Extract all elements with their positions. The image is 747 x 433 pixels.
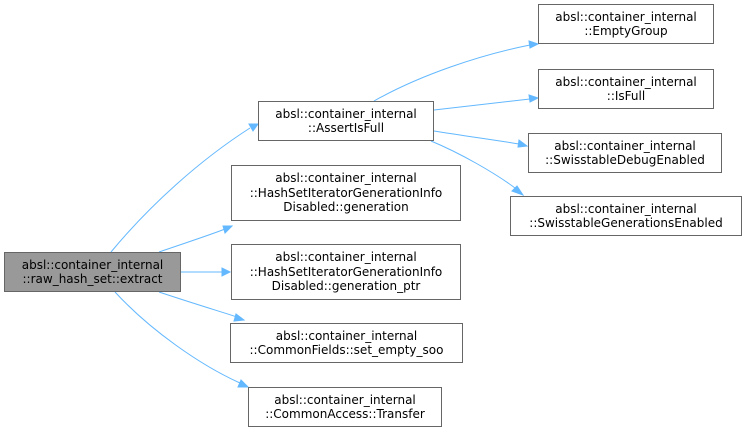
node-line: absl::container_internal <box>555 74 697 89</box>
node-swisstable-debug-enabled[interactable]: absl::container_internal ::SwisstableDeb… <box>528 133 722 173</box>
arrowhead <box>233 313 246 322</box>
node-line: ::EmptyGroup <box>584 24 668 38</box>
node-generation-ptr[interactable]: absl::container_internal ::HashSetIterat… <box>231 244 461 300</box>
node-set-empty-soo[interactable]: absl::container_internal ::CommonFields:… <box>230 323 463 363</box>
node-raw-hash-set-extract[interactable]: absl::container_internal ::raw_hash_set:… <box>4 252 181 292</box>
edge-assert-is-full-to-is-full <box>433 98 531 111</box>
node-line: absl::container_internal <box>275 328 418 343</box>
edge-extract-to-generation <box>158 228 226 253</box>
node-line: ::CommonFields::set_empty_soo <box>249 343 444 357</box>
node-line: absl::container_internal <box>275 106 417 121</box>
arrowhead <box>222 225 234 234</box>
edge-assert-is-full-to-swisstable-debug-enabled <box>433 130 520 145</box>
edge-extract-to-transfer <box>114 291 241 384</box>
node-line: ::SwisstableDebugEnabled <box>545 153 705 167</box>
node-swisstable-generations-enabled[interactable]: absl::container_internal ::SwisstableGen… <box>510 196 742 236</box>
node-line: ::HashSetIteratorGenerationInfo <box>249 264 443 279</box>
arrowhead <box>511 185 525 196</box>
node-transfer[interactable]: absl::container_internal ::CommonAccess:… <box>248 387 442 427</box>
edge-assert-is-full-to-swisstable-generations-enabled <box>430 140 516 189</box>
node-line: absl::container_internal <box>21 257 164 272</box>
node-line: Disabled::generation <box>283 200 409 215</box>
node-empty-group[interactable]: absl::container_internal ::EmptyGroup <box>538 4 714 44</box>
node-line: absl::container_internal <box>555 9 697 24</box>
node-line: ::IsFull <box>606 89 646 103</box>
node-assert-is-full[interactable]: absl::container_internal ::AssertIsFull <box>258 101 434 141</box>
node-line: ::SwisstableGenerationsEnabled <box>529 216 723 230</box>
node-line: Disabled::generation_ptr <box>271 279 421 294</box>
node-line: ::AssertIsFull <box>307 121 385 135</box>
edge-extract-to-assert-is-full <box>110 127 251 253</box>
arrowhead <box>248 123 259 132</box>
node-generation[interactable]: absl::container_internal ::HashSetIterat… <box>231 165 461 221</box>
arrowhead <box>528 94 540 103</box>
node-line: ::HashSetIteratorGenerationInfo <box>249 185 443 200</box>
node-is-full[interactable]: absl::container_internal ::IsFull <box>538 69 714 109</box>
node-line: ::CommonAccess::Transfer <box>265 407 425 421</box>
edge-extract-to-set-empty-soo <box>158 291 238 318</box>
arrowhead <box>528 40 540 49</box>
node-line: ::raw_hash_set::extract <box>22 272 163 286</box>
edge-assert-is-full-to-empty-group <box>373 44 531 102</box>
node-line: absl::container_internal <box>274 392 416 407</box>
arrowhead <box>221 267 232 277</box>
arrowhead <box>517 139 529 148</box>
node-line: absl::container_internal <box>275 171 417 186</box>
arrowhead <box>237 379 250 388</box>
node-line: absl::container_internal <box>275 250 417 265</box>
node-line: absl::container_internal <box>555 201 697 216</box>
node-line: absl::container_internal <box>554 138 696 153</box>
